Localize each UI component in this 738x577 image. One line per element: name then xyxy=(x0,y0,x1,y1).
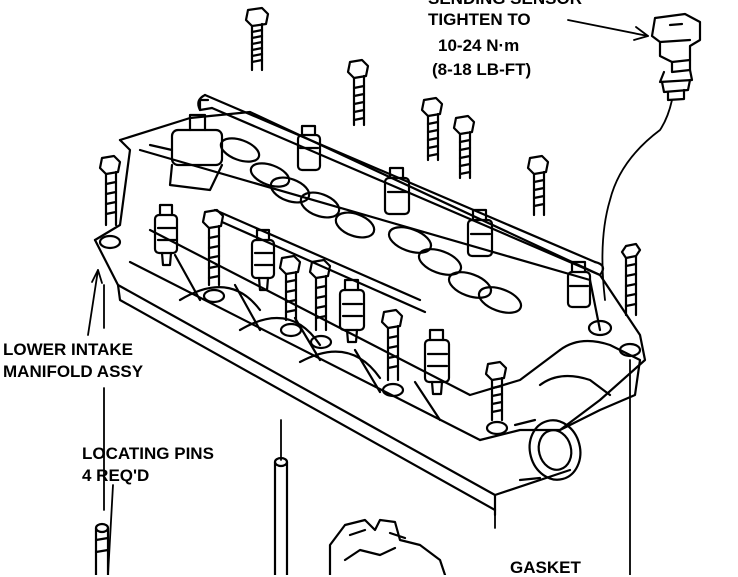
fuel-injectors xyxy=(153,124,592,396)
coolant-outlet xyxy=(513,418,582,482)
bolts xyxy=(98,6,642,436)
gasket-part xyxy=(328,518,447,575)
locating-pins-count-label: 4 REQ'D xyxy=(82,466,150,485)
lower-intake-label: LOWER INTAKE xyxy=(3,340,134,359)
locating-pins-label: LOCATING PINS xyxy=(82,444,214,463)
tighten-label: TIGHTEN TO xyxy=(428,10,531,29)
intake-ports xyxy=(219,137,523,314)
manifold-assy-label: MANIFOLD ASSY xyxy=(3,362,144,381)
torque-nm-label: 10-24 N·m xyxy=(438,36,520,55)
sensor-title-label: SENDING SENSOR xyxy=(428,0,582,8)
sensor-wire xyxy=(601,99,673,301)
pressure-regulator xyxy=(148,98,224,192)
torque-lbft-label: (8-18 LB-FT) xyxy=(432,60,532,79)
leader-lines xyxy=(87,19,649,575)
sending-sensor xyxy=(650,12,702,102)
gasket-label: GASKET xyxy=(510,558,581,577)
